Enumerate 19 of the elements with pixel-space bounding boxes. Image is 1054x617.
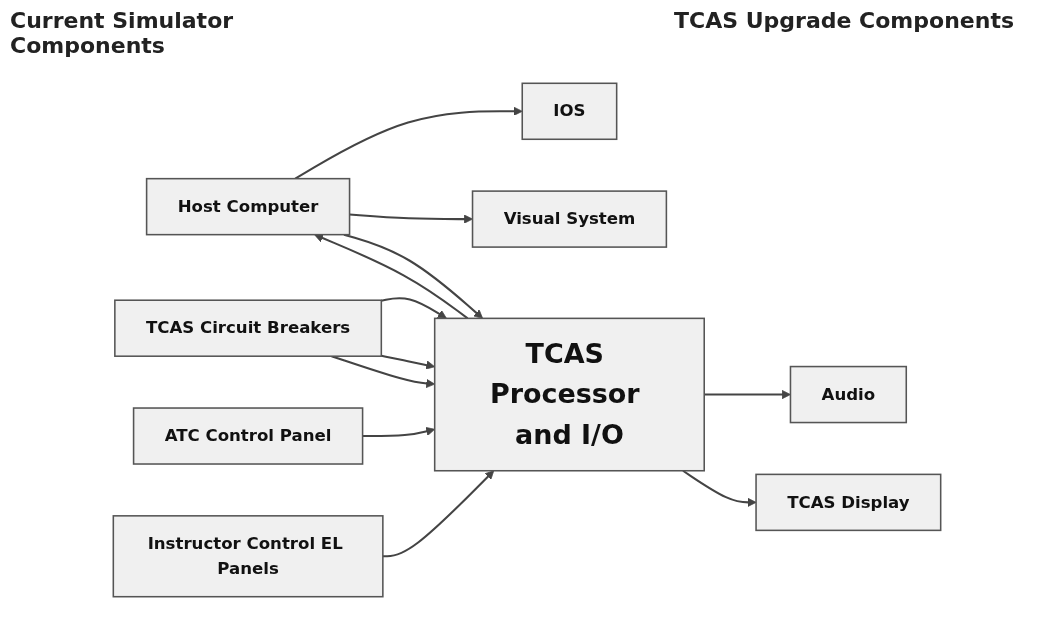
arrow bbox=[704, 390, 791, 400]
arrow bbox=[382, 470, 495, 558]
arrow bbox=[294, 106, 523, 180]
node-box: TCAS Circuit Breakers bbox=[114, 299, 383, 357]
node-box: Audio bbox=[789, 365, 908, 424]
node-box: ATC Control Panel bbox=[132, 407, 364, 465]
node-box: TCAS Processor and I/O bbox=[433, 317, 705, 472]
node-box: Visual System bbox=[471, 190, 668, 248]
arrow bbox=[349, 213, 473, 224]
node-box: TCAS Display bbox=[755, 473, 942, 532]
node-box: Host Computer bbox=[145, 177, 351, 236]
section-heading: TCAS Upgrade Components bbox=[674, 8, 1014, 33]
node-box: Instructor Control EL Panels bbox=[112, 515, 384, 598]
arrow bbox=[682, 469, 757, 507]
arrow bbox=[314, 233, 469, 320]
arrow bbox=[343, 233, 484, 319]
arrow bbox=[381, 297, 447, 319]
node-box: IOS bbox=[521, 82, 618, 141]
section-heading: Current Simulator Components bbox=[10, 8, 235, 58]
